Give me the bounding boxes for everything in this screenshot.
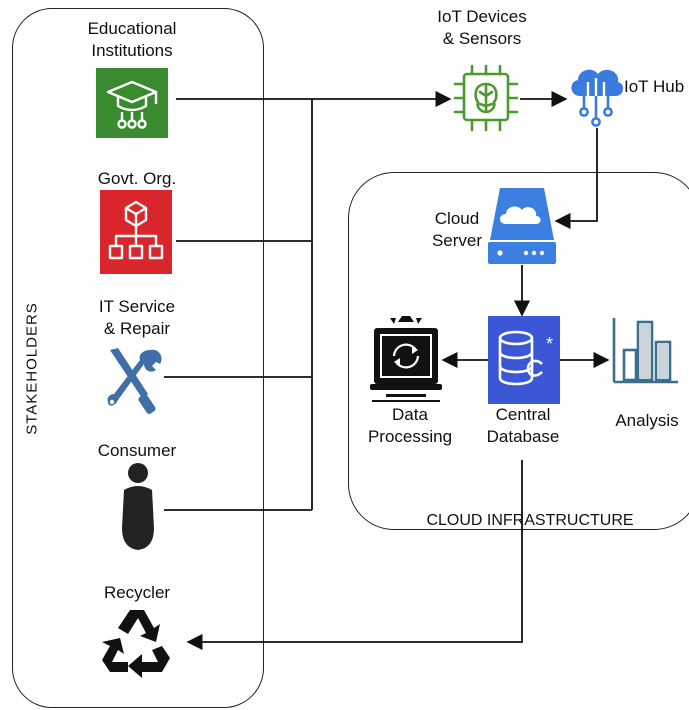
cloud-infrastructure-panel: [348, 172, 689, 530]
wrench-screwdriver-icon: [104, 344, 164, 421]
central-database-label: Central Database: [486, 405, 560, 446]
iot-devices-label: IoT Devices & Sensors: [437, 7, 527, 48]
organization-hierarchy-icon: [100, 190, 172, 279]
govt-label: Govt. Org.: [97, 169, 177, 188]
recycle-icon: [98, 606, 176, 683]
iot-hub-label: IoT Hub: [624, 77, 685, 96]
hub-to-server-connector: [554, 128, 598, 230]
cloud-server-icon: [486, 184, 558, 271]
stakeholders-panel: [12, 8, 264, 708]
laptop-processing-icon: [368, 316, 444, 407]
database-icon: *: [488, 316, 560, 409]
cloud-infrastructure-title: CLOUD INFRASTRUCTURE: [426, 512, 634, 529]
analysis-chart-icon: [610, 316, 680, 401]
graduation-cap-icon: [96, 68, 168, 143]
it-label: IT Service & Repair: [98, 297, 176, 338]
analysis-label: Analysis: [615, 411, 679, 430]
svg-text:*: *: [546, 334, 553, 354]
data-processing-label: Data Processing: [367, 405, 453, 446]
cloud-hub-icon: [566, 64, 626, 135]
db-to-recycler-connector: [186, 460, 523, 651]
cloud-server-label: Cloud Server: [431, 209, 483, 250]
edu-label: Educational Institutions: [87, 19, 177, 60]
consumer-label: Consumer: [97, 441, 177, 460]
person-icon: [118, 462, 158, 557]
chip-icon: [452, 62, 520, 139]
recycler-label: Recycler: [103, 583, 171, 602]
